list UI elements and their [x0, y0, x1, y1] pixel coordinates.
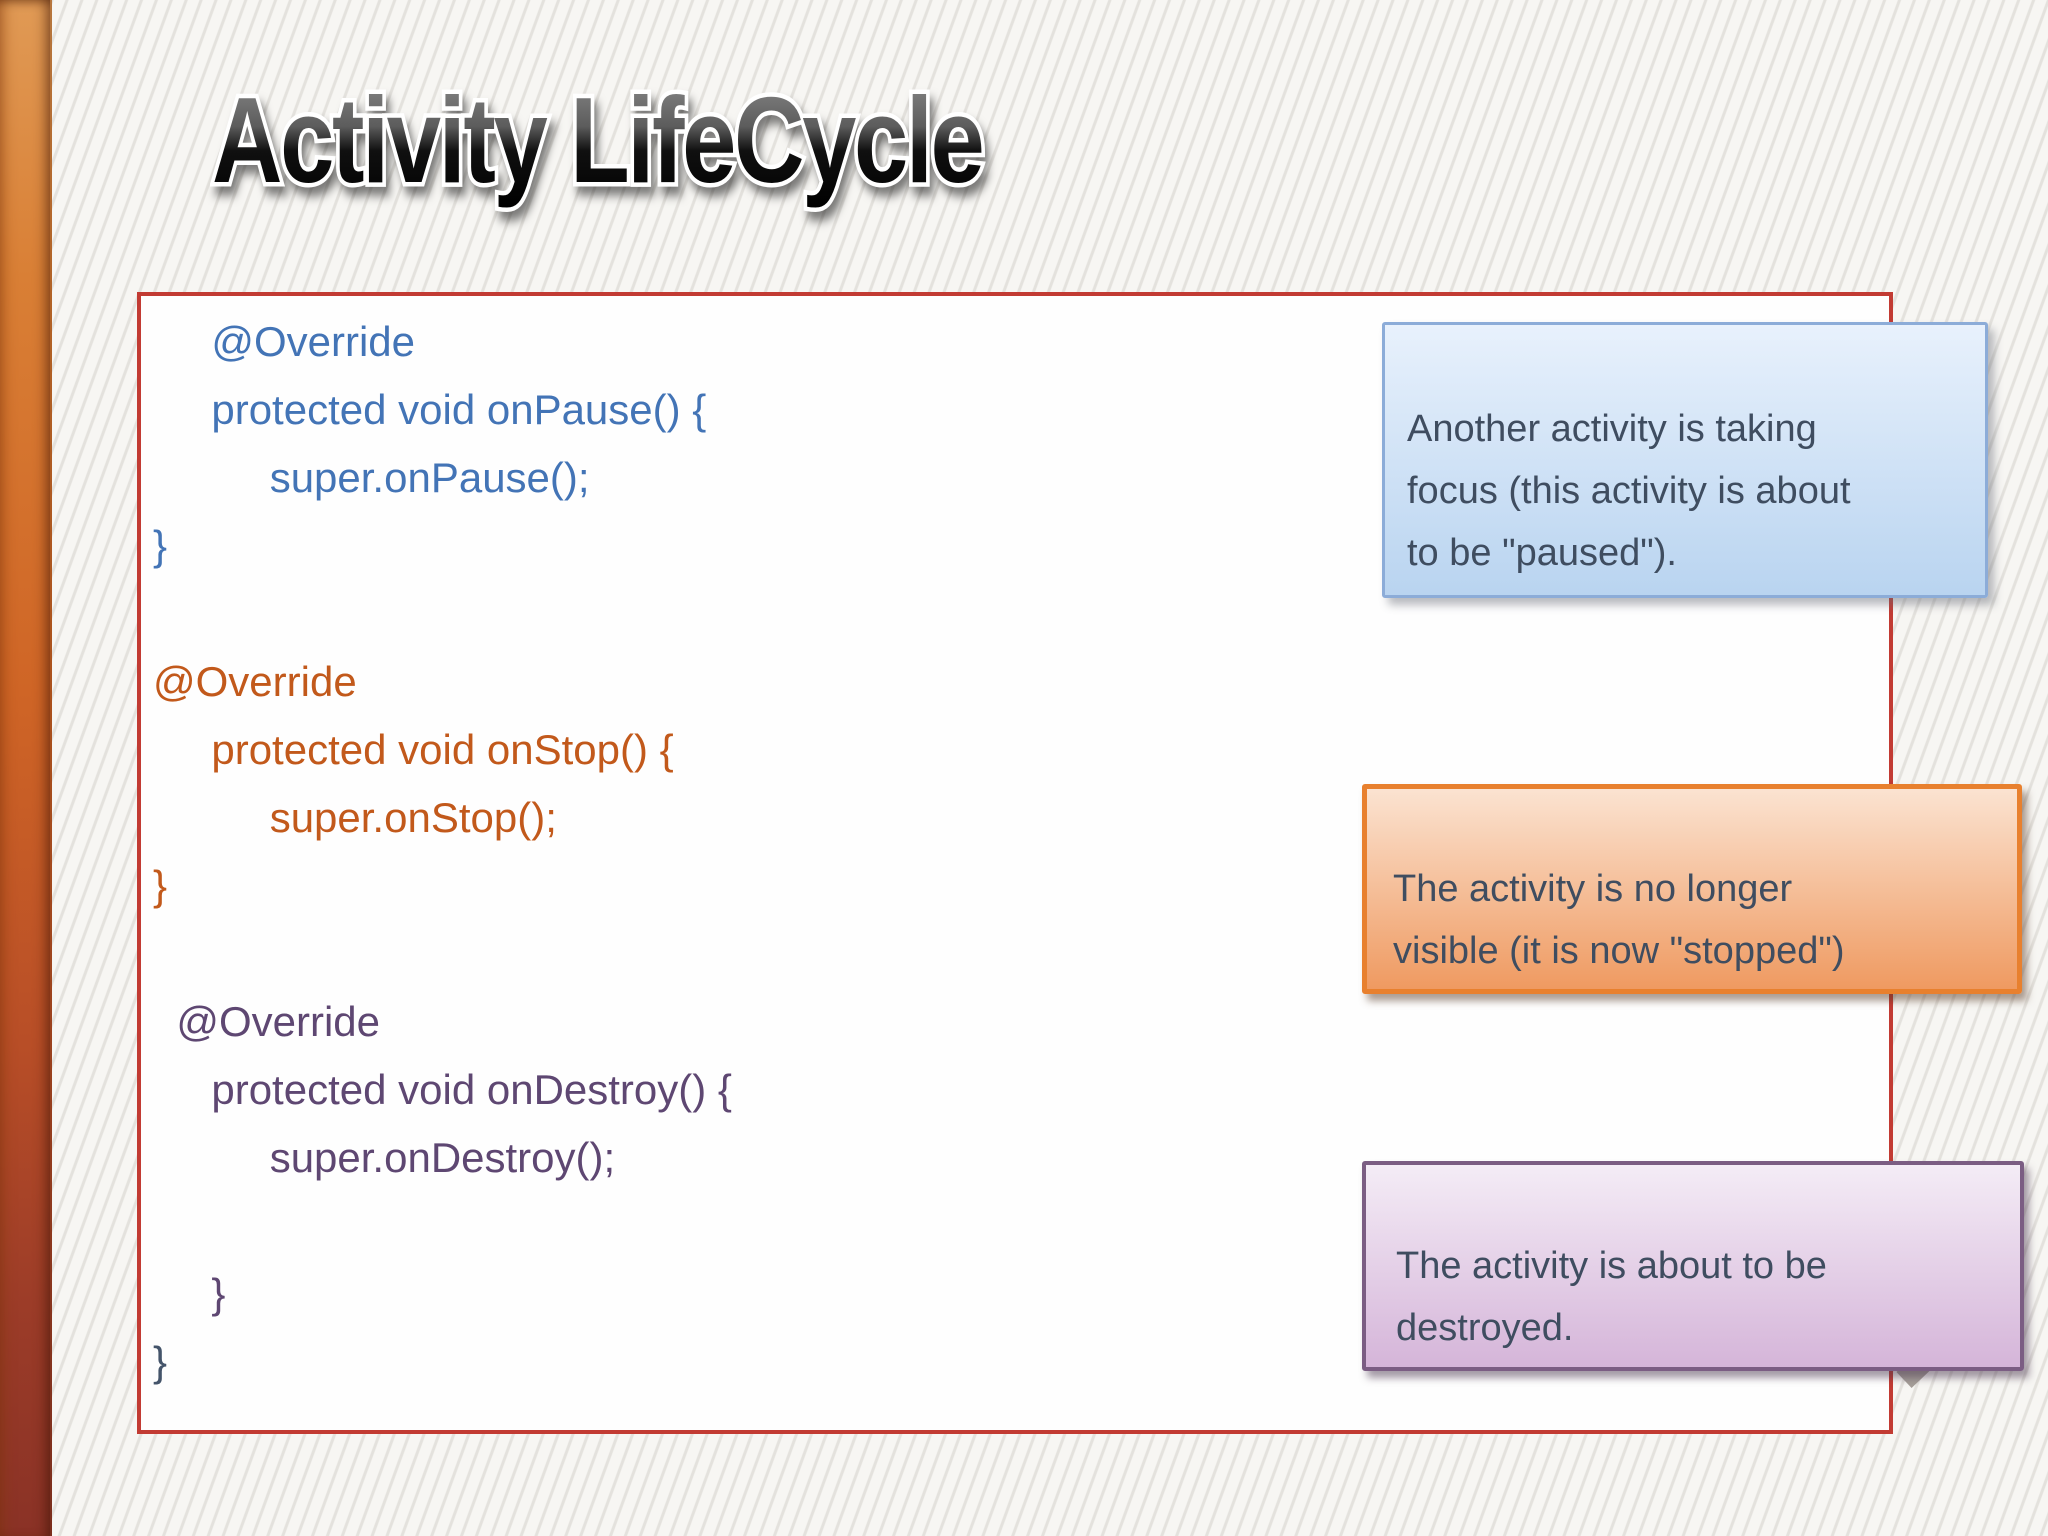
- page-title-fill: Activity LifeCycle: [212, 72, 985, 208]
- accent-bar: [0, 0, 52, 1536]
- code-line: }: [153, 1270, 226, 1317]
- code-line: protected void onStop() {: [153, 726, 674, 773]
- code-line: super.onStop();: [153, 794, 557, 841]
- page-title: Activity LifeCycle Activity LifeCycle: [208, 67, 1175, 212]
- page-title-outline: Activity LifeCycle: [208, 67, 988, 212]
- code-line: @Override: [153, 998, 381, 1045]
- code-line: super.onPause();: [153, 454, 590, 501]
- callout-stopped-text: The activity is no longer visible (it is…: [1393, 868, 1845, 972]
- code-line: super.onDestroy();: [153, 1134, 616, 1181]
- code-line: @Override: [153, 318, 416, 365]
- code-line: @Override: [153, 658, 357, 705]
- code-line: protected void onPause() {: [153, 386, 707, 433]
- callout-destroyed-text: The activity is about to be destroyed.: [1396, 1245, 1827, 1349]
- callout-destroyed: The activity is about to be destroyed.: [1362, 1161, 2024, 1371]
- callout-stopped: The activity is no longer visible (it is…: [1362, 784, 2022, 994]
- code-line: protected void onDestroy() {: [153, 1066, 732, 1113]
- code-line: }: [153, 1338, 168, 1385]
- code-lines: @Override protected void onPause() { sup…: [141, 296, 1889, 1396]
- code-line: }: [153, 522, 168, 569]
- callout-paused: Another activity is taking focus (this a…: [1382, 322, 1988, 598]
- code-line: }: [153, 862, 168, 909]
- callout-paused-text: Another activity is taking focus (this a…: [1407, 408, 1851, 574]
